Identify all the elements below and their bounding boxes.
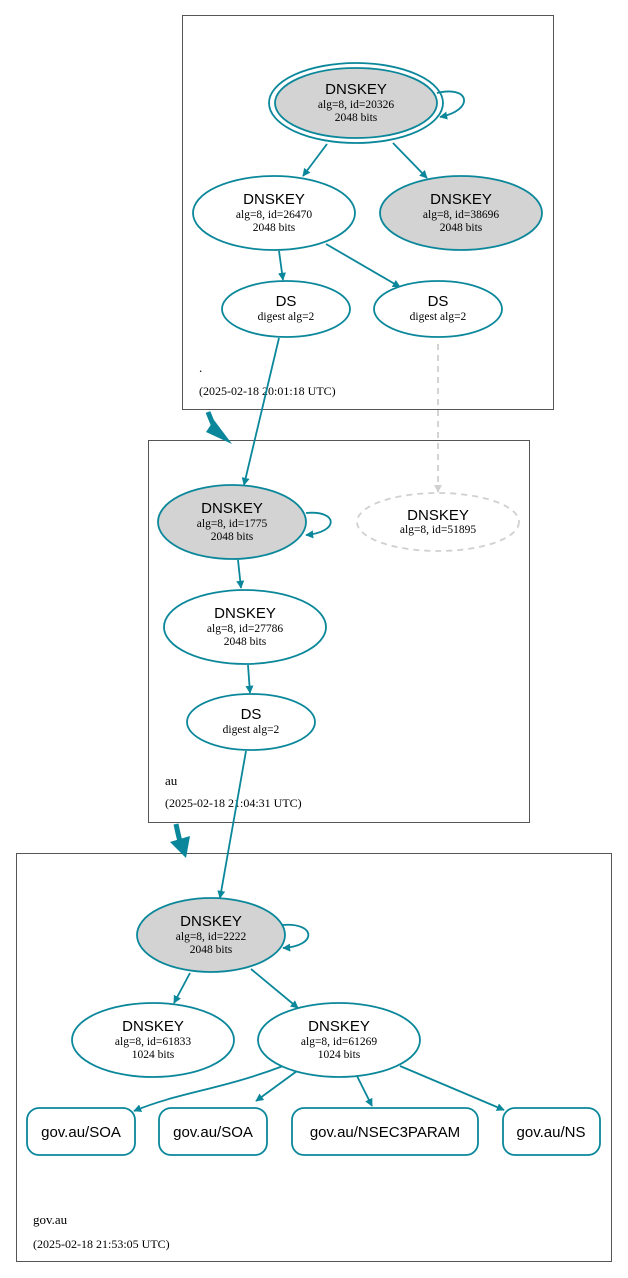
edge-gov-ksk-self xyxy=(281,923,310,952)
node-key-info: alg=8, id=2222 xyxy=(176,931,247,943)
node-digest-info: digest alg=2 xyxy=(223,724,280,736)
zone-gov-au-name: gov.au xyxy=(33,1212,68,1227)
node-title: DNSKEY xyxy=(407,507,469,524)
node-gov-dnskey-61269[interactable]: DNSKEY alg=8, id=61269 1024 bits xyxy=(257,1002,421,1078)
node-title: DNSKEY xyxy=(325,81,387,98)
node-root-dnskey-38696[interactable]: DNSKEY alg=8, id=38696 2048 bits xyxy=(379,175,543,251)
node-key-size: 2048 bits xyxy=(335,112,378,124)
edge-au-zsk-to-ds xyxy=(245,664,254,694)
edge-gov-ksk-to-zsk2 xyxy=(250,968,299,1009)
rrset-label: gov.au/NSEC3PARAM xyxy=(310,1124,460,1141)
node-au-dnskey-51895[interactable]: DNSKEY alg=8, id=51895 xyxy=(356,492,520,552)
node-root-dnskey-26470[interactable]: DNSKEY alg=8, id=26470 2048 bits xyxy=(192,175,356,251)
node-root-dnskey-20326[interactable]: DNSKEY alg=8, id=20326 2048 bits xyxy=(268,62,444,144)
edge-gov-zsk2-to-ns xyxy=(399,1065,505,1111)
node-title: DNSKEY xyxy=(308,1018,370,1035)
node-key-info: alg=8, id=27786 xyxy=(207,623,283,635)
node-title: DNSKEY xyxy=(180,913,242,930)
delegation-root-to-au xyxy=(205,411,232,444)
edge-root-zsk-to-ds2 xyxy=(325,243,401,288)
node-key-info: alg=8, id=38696 xyxy=(423,209,499,221)
node-title: DNSKEY xyxy=(201,500,263,517)
node-title: DNSKEY xyxy=(243,191,305,208)
node-key-size: 1024 bits xyxy=(318,1049,361,1061)
node-key-info: alg=8, id=51895 xyxy=(400,524,476,536)
node-au-dnskey-1775[interactable]: DNSKEY alg=8, id=1775 2048 bits xyxy=(157,484,307,560)
delegation-au-to-gov-au xyxy=(170,823,190,858)
node-gov-dnskey-61833[interactable]: DNSKEY alg=8, id=61833 1024 bits xyxy=(71,1002,235,1078)
node-title: DS xyxy=(241,706,262,723)
edge-root-ksk-to-ksk2 xyxy=(392,142,428,179)
edge-root-ksk-self xyxy=(436,90,465,120)
zone-root-name: . xyxy=(199,360,202,375)
node-au-dnskey-27786[interactable]: DNSKEY alg=8, id=27786 2048 bits xyxy=(163,589,327,665)
rrset-gov-au-soa-1[interactable]: gov.au/SOA xyxy=(26,1107,136,1156)
edge-root-zsk-to-ds1 xyxy=(278,250,286,281)
rrset-gov-au-soa-2[interactable]: gov.au/SOA xyxy=(158,1107,268,1156)
node-key-size: 2048 bits xyxy=(224,636,267,648)
node-title: DS xyxy=(276,293,297,310)
node-key-info: alg=8, id=26470 xyxy=(236,209,312,221)
node-key-info: alg=8, id=61269 xyxy=(301,1036,377,1048)
rrset-label: gov.au/SOA xyxy=(41,1124,121,1141)
node-key-size: 2048 bits xyxy=(211,531,254,543)
node-title: DNSKEY xyxy=(122,1018,184,1035)
zone-au-name: au xyxy=(165,773,178,788)
node-key-size: 2048 bits xyxy=(440,222,483,234)
edge-au-ksk-self xyxy=(305,511,332,539)
edge-gov-zsk2-to-soa2 xyxy=(255,1070,298,1102)
node-title: DS xyxy=(428,293,449,310)
node-au-ds[interactable]: DS digest alg=2 xyxy=(186,693,316,751)
node-digest-info: digest alg=2 xyxy=(410,311,467,323)
edge-au-ds-to-gov-ksk xyxy=(217,750,247,899)
node-key-size: 2048 bits xyxy=(253,222,296,234)
node-title: DNSKEY xyxy=(430,191,492,208)
node-root-ds-1[interactable]: DS digest alg=2 xyxy=(221,280,351,338)
edge-gov-ksk-to-zsk1 xyxy=(173,972,191,1004)
edge-gov-zsk2-to-nsec3param xyxy=(356,1075,373,1107)
node-digest-info: digest alg=2 xyxy=(258,311,315,323)
rrset-gov-au-ns[interactable]: gov.au/NS xyxy=(502,1107,601,1156)
zone-gov-au-timestamp: (2025-02-18 21:53:05 UTC) xyxy=(33,1237,170,1251)
rrset-label: gov.au/SOA xyxy=(173,1124,253,1141)
edge-au-ksk-to-zsk xyxy=(236,559,245,589)
edges xyxy=(133,90,505,1112)
node-gov-dnskey-2222[interactable]: DNSKEY alg=8, id=2222 2048 bits xyxy=(136,897,286,973)
edge-gov-zsk2-to-soa1 xyxy=(133,1065,284,1112)
node-key-size: 1024 bits xyxy=(132,1049,175,1061)
edge-root-ds1-to-au-ksk xyxy=(241,337,280,486)
zone-root-timestamp: (2025-02-18 20:01:18 UTC) xyxy=(199,384,336,398)
node-key-info: alg=8, id=20326 xyxy=(318,99,394,111)
edge-root-ksk-to-zsk xyxy=(302,143,328,177)
rrset-gov-au-nsec3param[interactable]: gov.au/NSEC3PARAM xyxy=(291,1107,479,1156)
node-title: DNSKEY xyxy=(214,605,276,622)
zone-au-timestamp: (2025-02-18 21:04:31 UTC) xyxy=(165,796,302,810)
node-root-ds-2[interactable]: DS digest alg=2 xyxy=(373,280,503,338)
node-key-info: alg=8, id=61833 xyxy=(115,1036,191,1048)
rrset-label: gov.au/NS xyxy=(517,1124,586,1141)
node-key-size: 2048 bits xyxy=(190,944,233,956)
node-key-info: alg=8, id=1775 xyxy=(197,518,268,530)
